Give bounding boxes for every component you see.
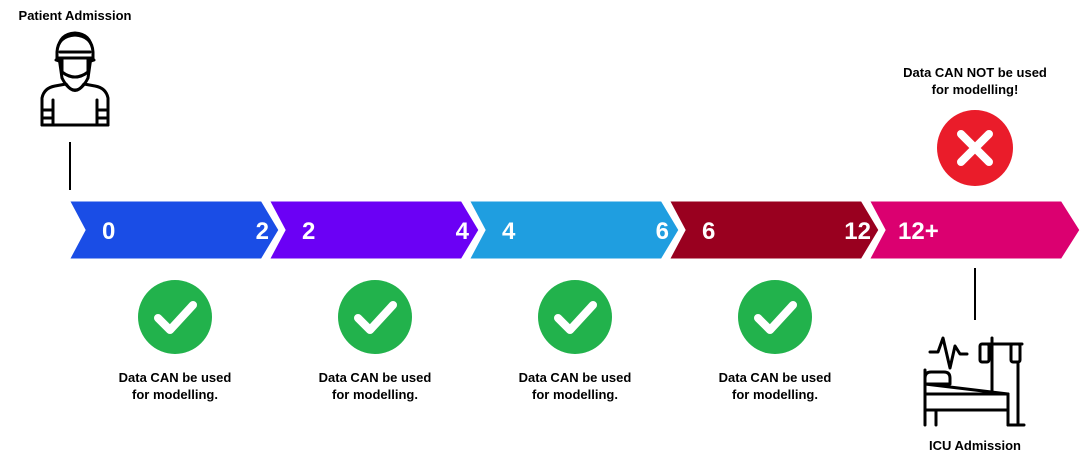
- check-circle-icon: [738, 280, 812, 354]
- segment-1-end: 4: [456, 218, 470, 245]
- segment-0-start: 0: [102, 218, 115, 245]
- check-circle-icon: [538, 280, 612, 354]
- segment-12-plus: [865, 198, 1081, 262]
- segment-4-6: [465, 198, 682, 262]
- segment-0-2: [65, 198, 282, 262]
- can-use-line1: Data CAN be used: [519, 370, 632, 385]
- segment-3-start: 6: [702, 218, 715, 245]
- segment-1-start: 2: [302, 218, 315, 245]
- cannot-use-line1: Data CAN NOT be used: [903, 65, 1047, 80]
- hospital-bed-monitor-icon: [923, 336, 1026, 427]
- can-use-line2: for modelling.: [132, 387, 218, 402]
- segment-0-end: 2: [256, 218, 269, 245]
- masked-person-icon: [40, 31, 110, 127]
- timeline-bar: 0 2 2 4 4 6 6 12 12+: [65, 198, 1081, 262]
- segment-2-4: [265, 198, 482, 262]
- can-use-line2: for modelling.: [532, 387, 618, 402]
- check-circle-icon: [338, 280, 412, 354]
- icu-admission-label: ICU Admission: [929, 438, 1021, 453]
- can-use-line1: Data CAN be used: [319, 370, 432, 385]
- segment-6-12: [665, 198, 882, 262]
- segment-2-end: 6: [656, 218, 669, 245]
- can-use-line1: Data CAN be used: [719, 370, 832, 385]
- x-circle-icon: [937, 110, 1013, 186]
- can-use-line2: for modelling.: [332, 387, 418, 402]
- can-use-line2: for modelling.: [732, 387, 818, 402]
- cannot-use-line2: for modelling!: [932, 82, 1019, 97]
- patient-admission-label: Patient Admission: [19, 8, 132, 23]
- check-circle-icon: [138, 280, 212, 354]
- segment-2-start: 4: [502, 218, 516, 245]
- can-use-line1: Data CAN be used: [119, 370, 232, 385]
- segment-3-end: 12: [844, 218, 871, 245]
- segment-4-start: 12+: [898, 218, 939, 245]
